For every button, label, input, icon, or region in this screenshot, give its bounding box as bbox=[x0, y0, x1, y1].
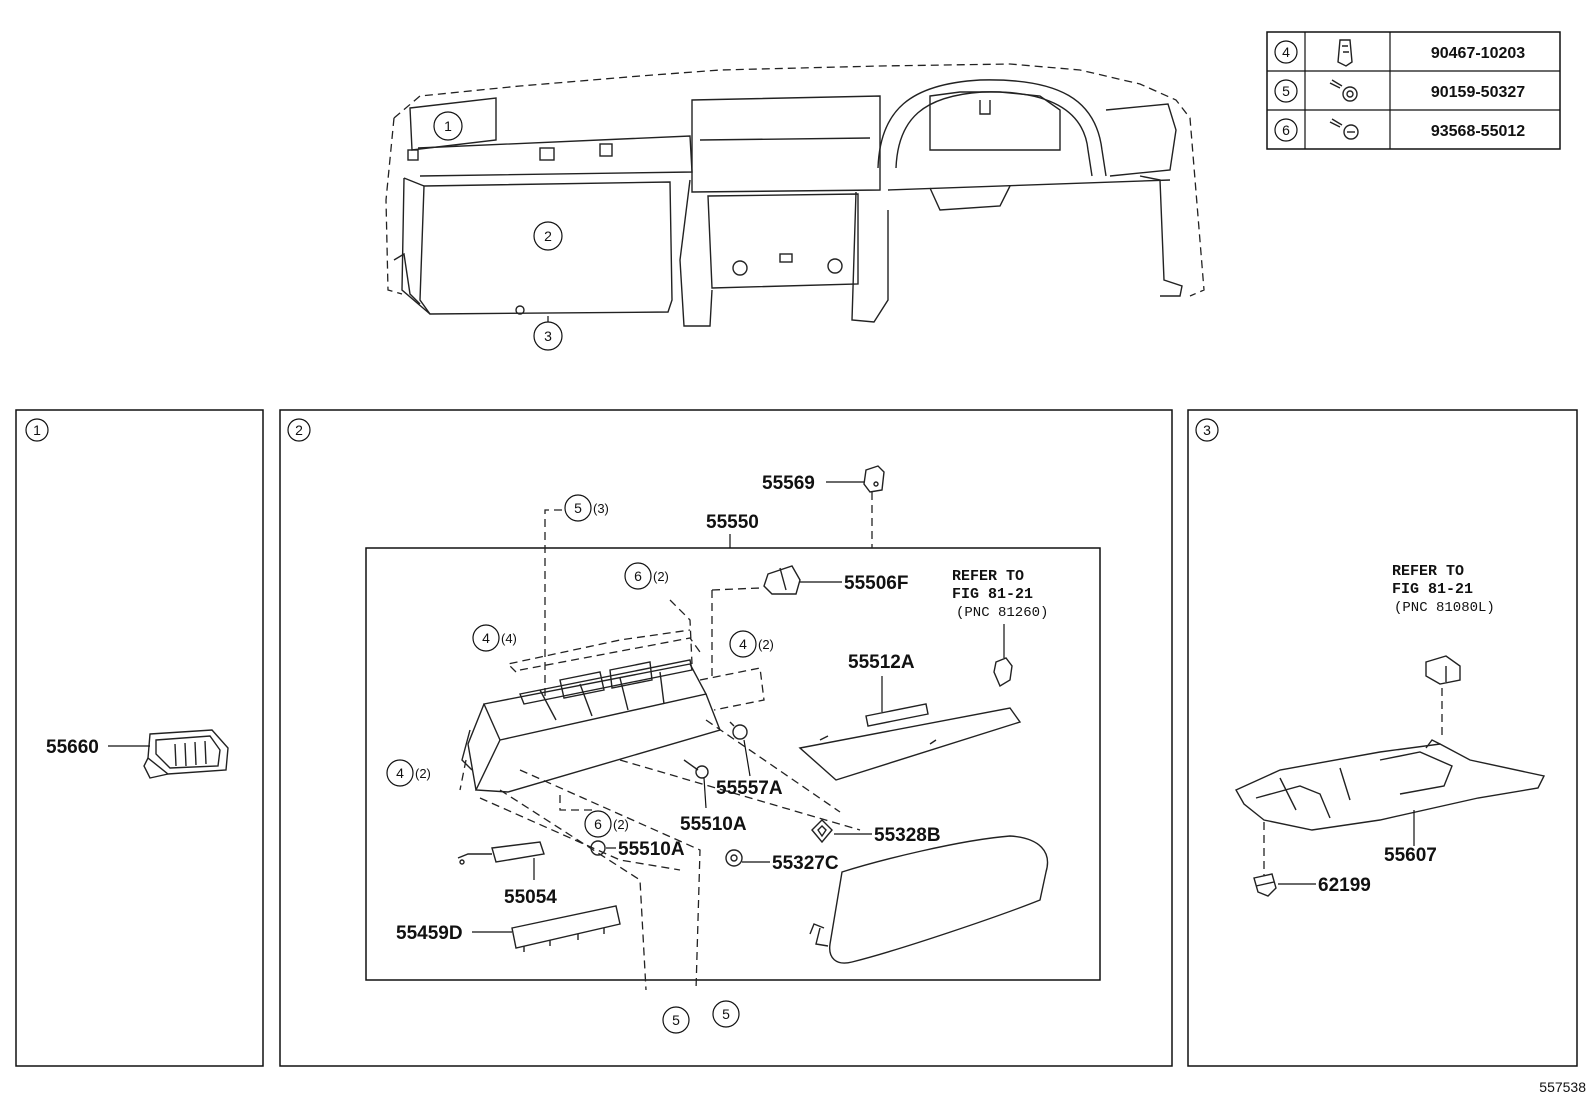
diagram-id: 557538 bbox=[1539, 1079, 1586, 1095]
qty-label: (2) bbox=[415, 766, 431, 781]
svg-text:5: 5 bbox=[722, 1006, 730, 1022]
callout-4-qty2-left: 4 (2) bbox=[386, 759, 431, 787]
svg-text:6: 6 bbox=[594, 816, 602, 832]
panel-2: 2 55569 55550 bbox=[279, 409, 1173, 1067]
panel-number: 3 bbox=[1203, 422, 1211, 438]
part-55506F: 55506F bbox=[763, 565, 908, 595]
part-55459D: 55459D bbox=[396, 905, 621, 952]
part-label-55550: 55550 bbox=[706, 512, 759, 533]
svg-text:6: 6 bbox=[1282, 122, 1290, 138]
svg-text:REFER TO: REFER TO bbox=[952, 568, 1024, 585]
svg-text:6: 6 bbox=[634, 568, 642, 584]
panel-number: 1 bbox=[33, 422, 41, 438]
fastener-table: 4 90467-10203 5 90159-50327 6 bbox=[1266, 31, 1561, 150]
svg-text:5: 5 bbox=[1282, 83, 1290, 99]
part-label-55510A: 55510A bbox=[618, 839, 685, 860]
refer-note-81260: REFER TO FIG 81-21 (PNC 81260) bbox=[952, 568, 1048, 688]
connector-illustration bbox=[1425, 655, 1461, 740]
overview-callout-2: 2 bbox=[533, 221, 563, 251]
callout-6-qty2-top: 6 (2) bbox=[624, 562, 669, 590]
part-label-62199: 62199 bbox=[1318, 875, 1371, 896]
part-label-55510A: 55510A bbox=[680, 814, 747, 835]
svg-text:4: 4 bbox=[739, 636, 747, 652]
part-label-55512A: 55512A bbox=[848, 652, 915, 673]
part-55512A: 55512A bbox=[798, 652, 1022, 781]
svg-text:5: 5 bbox=[672, 1012, 680, 1028]
svg-text:2: 2 bbox=[544, 228, 552, 244]
part-label-55557A: 55557A bbox=[716, 778, 783, 799]
instrument-panel-overview: 1 2 3 bbox=[385, 63, 1205, 351]
part-label-55607: 55607 bbox=[1384, 845, 1437, 866]
part-55569: 55569 bbox=[762, 465, 885, 548]
qty-label: (3) bbox=[593, 501, 609, 516]
part-label-55660: 55660 bbox=[46, 737, 99, 758]
fastener-row-4: 4 90467-10203 bbox=[1274, 39, 1525, 67]
svg-text:5: 5 bbox=[574, 500, 582, 516]
under-cover-illustration: 55607 bbox=[1235, 739, 1546, 866]
glove-box-housing bbox=[459, 629, 861, 991]
screw-icon bbox=[1329, 118, 1359, 140]
part-62199: 62199 bbox=[1253, 822, 1371, 897]
glove-box-door bbox=[809, 835, 1049, 964]
callout-5-qty3: 5 (3) bbox=[564, 494, 609, 522]
svg-text:1: 1 bbox=[444, 118, 452, 134]
callout-5-bottom-a: 5 bbox=[662, 1006, 690, 1034]
part-number: 90159-50327 bbox=[1431, 84, 1525, 101]
overview-callout-1: 1 bbox=[433, 111, 463, 141]
callout-4-qty2-right: 4 (2) bbox=[729, 630, 774, 658]
part-label-55459D: 55459D bbox=[396, 923, 463, 944]
part-number: 90467-10203 bbox=[1431, 45, 1525, 62]
bolt-icon bbox=[1329, 79, 1358, 102]
part-label-55506F: 55506F bbox=[844, 573, 908, 594]
part-55510A-upper: 55510A bbox=[680, 759, 747, 835]
part-55557A: 55557A bbox=[716, 721, 783, 799]
part-55054: 55054 bbox=[457, 841, 557, 908]
refer-note-81080L: REFER TO FIG 81-21 (PNC 81080L) bbox=[1392, 563, 1495, 616]
callout-4-qty4: 4 (4) bbox=[472, 624, 517, 652]
qty-label: (4) bbox=[501, 631, 517, 646]
callout-6-qty2-bottom: 6 (2) bbox=[584, 810, 629, 838]
svg-text:REFER TO: REFER TO bbox=[1392, 563, 1464, 580]
panel-1: 1 55660 bbox=[15, 409, 264, 1067]
fastener-row-6: 6 93568-55012 bbox=[1274, 118, 1525, 142]
overview-callout-3: 3 bbox=[533, 316, 563, 351]
part-55328B: 55328B bbox=[811, 819, 941, 846]
svg-text:(PNC 81260): (PNC 81260) bbox=[956, 605, 1048, 621]
qty-label: (2) bbox=[613, 817, 629, 832]
part-label-55327C: 55327C bbox=[772, 853, 839, 874]
qty-label: (2) bbox=[758, 637, 774, 652]
air-vent-illustration bbox=[143, 729, 229, 779]
part-label-55054: 55054 bbox=[504, 887, 557, 908]
qty-label: (2) bbox=[653, 569, 669, 584]
svg-text:4: 4 bbox=[1282, 44, 1290, 60]
part-label-55569: 55569 bbox=[762, 473, 815, 494]
part-55327C: 55327C bbox=[725, 849, 839, 874]
clip-icon bbox=[1337, 39, 1353, 67]
callout-5-bottom-b: 5 bbox=[712, 1000, 740, 1028]
svg-text:FIG 81-21: FIG 81-21 bbox=[952, 586, 1033, 603]
svg-text:(PNC 81080L): (PNC 81080L) bbox=[1394, 600, 1495, 616]
svg-text:4: 4 bbox=[396, 765, 404, 781]
panel-3: 3 REFER TO FIG 81-21 (PNC 81080L) 55607 bbox=[1187, 409, 1578, 1067]
part-label-55328B: 55328B bbox=[874, 825, 941, 846]
svg-text:3: 3 bbox=[544, 328, 552, 344]
fastener-row-5: 5 90159-50327 bbox=[1274, 79, 1525, 103]
panel-number: 2 bbox=[295, 422, 303, 438]
svg-text:4: 4 bbox=[482, 630, 490, 646]
part-number: 93568-55012 bbox=[1431, 123, 1525, 140]
svg-text:FIG 81-21: FIG 81-21 bbox=[1392, 581, 1473, 598]
part-55510A-lower: 55510A bbox=[590, 839, 685, 860]
